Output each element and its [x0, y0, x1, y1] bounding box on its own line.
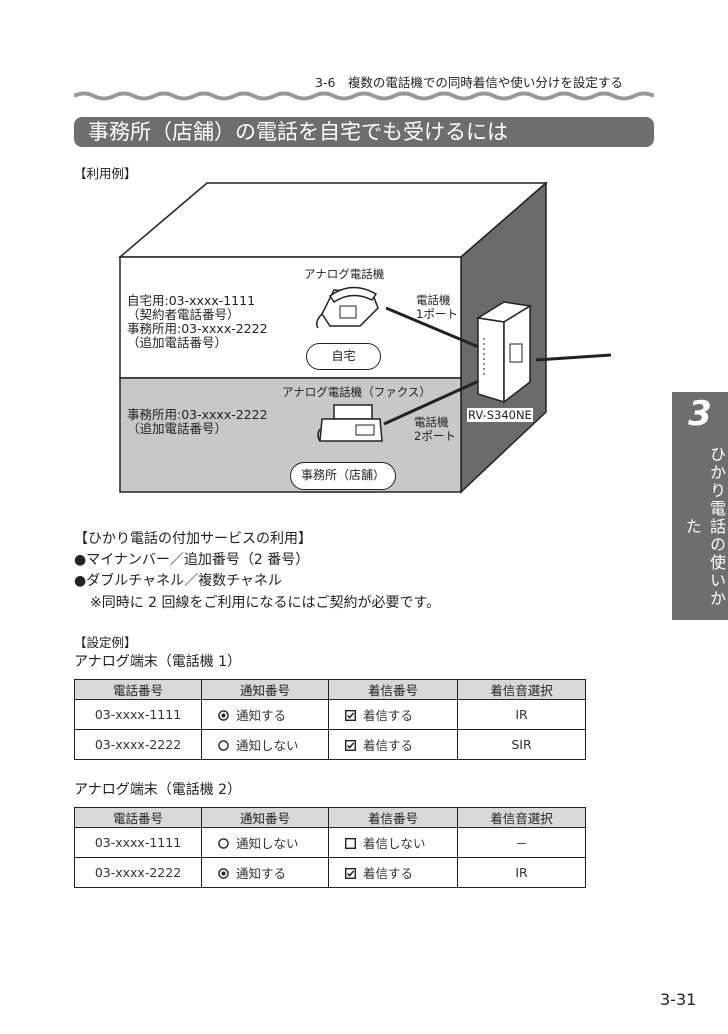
upper-number-2: （契約者電話番号）: [127, 307, 240, 322]
cell-ringtone: －: [457, 827, 586, 858]
incoming-text: 着信する: [363, 866, 414, 881]
cell-incoming: 着信しない: [328, 827, 458, 858]
port2-label-line1: 電話機: [414, 415, 449, 429]
router-icon: [475, 301, 533, 404]
table-header-row: 電話番号 通知番号 着信番号 着信音選択: [74, 807, 586, 828]
checkbox-checked-icon: [345, 710, 356, 721]
col-header-ringtone: 着信音選択: [457, 679, 586, 700]
col-header-number: 電話番号: [74, 807, 202, 828]
lower-number-1: 事務所用:03-xxxx-2222: [127, 407, 268, 422]
table1-title: アナログ端末（電話機 1）: [74, 654, 242, 670]
service-item: ●ダブルチャネル／複数チャネル: [74, 573, 282, 589]
checkbox-checked-icon: [345, 868, 356, 879]
chapter-number: 3: [688, 394, 712, 434]
port1-label-line2: 1ポート: [416, 307, 458, 321]
cell-number: 03-xxxx-2222: [74, 729, 202, 760]
checkbox-empty-icon: [345, 838, 356, 849]
checkbox-checked-icon: [345, 740, 356, 751]
services-title: 【ひかり電話の付加サービスの利用】: [74, 531, 312, 547]
col-header-notify: 通知番号: [201, 807, 329, 828]
cell-notify: 通知する: [201, 857, 329, 888]
cell-notify: 通知しない: [201, 729, 329, 760]
usage-label: 【利用例】: [74, 166, 137, 181]
upper-number-4: （追加電話番号）: [127, 335, 228, 350]
cell-incoming: 着信する: [328, 699, 458, 730]
col-header-incoming: 着信番号: [328, 807, 458, 828]
fax-machine-icon: [317, 404, 383, 442]
settings-table-phone2: 電話番号 通知番号 着信番号 着信音選択 03-xxxx-1111 通知しない …: [74, 807, 586, 888]
service-item: ●マイナンバー／追加番号（2 番号）: [74, 552, 310, 568]
radio-selected-icon: [218, 868, 229, 879]
decorative-wave-divider: [74, 91, 654, 101]
table-row: 03-xxxx-2222 通知する 着信する IR: [74, 857, 586, 888]
incoming-text: 着信しない: [363, 836, 426, 851]
port2-label-line2: 2ポート: [414, 429, 456, 443]
table2-title: アナログ端末（電話機 2）: [74, 782, 242, 798]
cell-ringtone: SIR: [457, 729, 586, 760]
lower-phone-label: アナログ電話機（ファクス）: [282, 385, 431, 399]
telephone-icon: [315, 286, 379, 329]
notify-text: 通知しない: [236, 836, 299, 851]
table-row: 03-xxxx-1111 通知する 着信する IR: [74, 699, 586, 730]
upper-phone-label: アナログ電話機: [304, 267, 385, 281]
cell-number: 03-xxxx-2222: [74, 857, 202, 888]
settings-label: 【設定例】: [74, 635, 137, 650]
service-note: ※同時に 2 回線をご利用になるにはご契約が必要です。: [90, 595, 441, 611]
table-row: 03-xxxx-2222 通知しない 着信する SIR: [74, 729, 586, 760]
incoming-text: 着信する: [363, 738, 414, 753]
incoming-text: 着信する: [363, 708, 414, 723]
settings-table-phone1: 電話番号 通知番号 着信番号 着信音選択 03-xxxx-1111 通知する 着…: [74, 679, 586, 760]
radio-empty-icon: [218, 740, 229, 751]
col-header-incoming: 着信番号: [328, 679, 458, 700]
cell-notify: 通知しない: [201, 827, 329, 858]
table-header-row: 電話番号 通知番号 着信番号 着信音選択: [74, 679, 586, 700]
col-header-number: 電話番号: [74, 679, 202, 700]
notify-text: 通知しない: [236, 738, 299, 753]
cell-incoming: 着信する: [328, 729, 458, 760]
col-header-ringtone: 着信音選択: [457, 807, 586, 828]
cell-number: 03-xxxx-1111: [74, 699, 202, 730]
cell-ringtone: IR: [457, 699, 586, 730]
table-row: 03-xxxx-1111 通知しない 着信しない －: [74, 827, 586, 858]
section-header: 3-6 複数の電話機での同時着信や使い分けを設定する: [315, 75, 623, 90]
cell-notify: 通知する: [201, 699, 329, 730]
page-number: 3-31: [660, 990, 697, 1009]
home-badge: 自宅: [306, 343, 381, 370]
notify-text: 通知する: [236, 866, 287, 881]
office-badge: 事務所（店舗）: [290, 462, 396, 490]
chapter-label: ひかり電話の使いかた: [683, 446, 726, 608]
radio-empty-icon: [218, 838, 229, 849]
port1-label-line1: 電話機: [416, 293, 451, 307]
cell-number: 03-xxxx-1111: [74, 827, 202, 858]
upper-number-3: 事務所用:03-xxxx-2222: [127, 321, 268, 336]
page-title: 事務所（店舗）の電話を自宅でも受けるには: [74, 117, 654, 147]
router-label: RV-S340NE: [467, 408, 533, 422]
cell-incoming: 着信する: [328, 857, 458, 888]
col-header-notify: 通知番号: [201, 679, 329, 700]
upper-number-1: 自宅用:03-xxxx-1111: [127, 293, 256, 308]
radio-selected-icon: [218, 710, 229, 721]
lower-number-2: （追加電話番号）: [127, 421, 228, 436]
chapter-tab: [672, 392, 728, 620]
notify-text: 通知する: [236, 708, 287, 723]
cell-ringtone: IR: [457, 857, 586, 888]
